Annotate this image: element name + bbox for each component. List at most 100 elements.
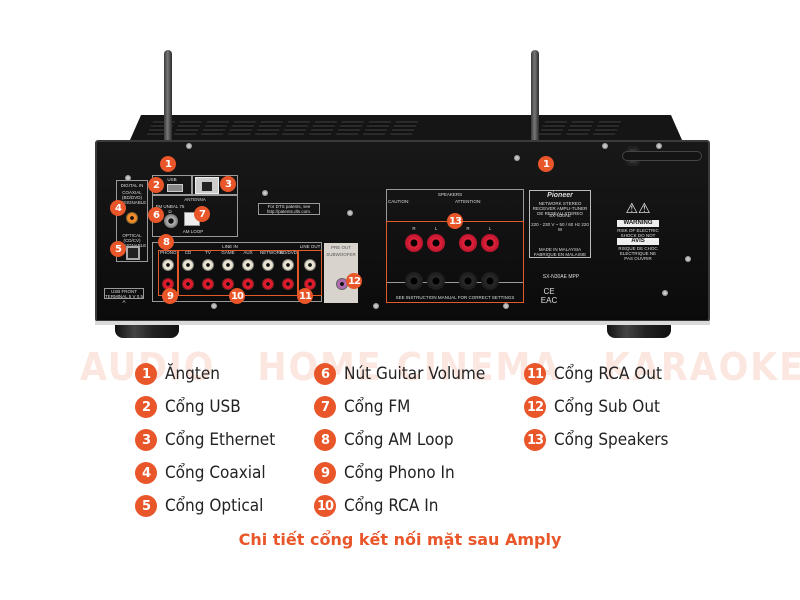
badge-10: 10 [229,288,245,304]
screw [685,256,691,262]
badge-8: 8 [158,234,174,250]
diagram-caption: Chi tiết cổng kết nối mặt sau Amply [238,530,562,549]
line-in-cd: CD [184,250,192,255]
bddvd-r-jack[interactable] [282,278,294,290]
legend-number: 7 [314,396,336,418]
coaxial-jack[interactable] [126,212,138,224]
legend-label: Cổng AM Loop [344,430,454,450]
speakers-label: SPEAKERS [437,192,463,197]
brand-logo: Pioneer [547,192,573,199]
legend-number: 13 [524,429,546,451]
aux-l-jack[interactable] [242,259,254,271]
antenna-label: ANTENNA [184,197,206,202]
badge-6: 6 [148,207,164,223]
bddvd-l-jack[interactable] [282,259,294,271]
screw [373,303,379,309]
cd-l-jack[interactable] [182,259,194,271]
speakers-highlight [386,221,524,303]
aux-r-jack[interactable] [242,278,254,290]
legend-label: Cổng Coaxial [165,463,266,483]
line-out-r-jack[interactable] [304,278,316,290]
line-out-label: LINE OUT [299,244,321,249]
badge-7: 7 [194,206,210,222]
optical-port[interactable] [126,246,140,260]
legend-label: Cổng RCA In [344,496,439,516]
speaker-a-l-minus[interactable] [427,272,445,290]
subwoofer-jack[interactable] [336,278,348,290]
legend-number: 11 [524,363,546,385]
speaker-a-l-plus[interactable] [427,234,445,252]
legend-item-11: 11 Cổng RCA Out [524,363,674,385]
screw [186,143,192,149]
avis-label: AVIS [617,238,659,245]
model-number: SX-N30AE MPP [542,274,580,280]
speaker-b-r-plus[interactable] [459,234,477,252]
legend-number: 10 [314,495,336,517]
game-l-jack[interactable] [222,259,234,271]
speaker-b-l-minus[interactable] [481,272,499,290]
speaker-a-r-minus[interactable] [405,272,423,290]
fm-jack[interactable] [164,214,178,228]
speaker-ch-r-b: R [466,226,470,231]
game-r-jack[interactable] [222,278,234,290]
screw [656,143,662,149]
legend-number: 4 [135,462,157,484]
line-out-l-jack[interactable] [304,259,316,271]
tv-r-jack[interactable] [202,278,214,290]
tv-l-jack[interactable] [202,259,214,271]
certifications: CE EAC [540,287,558,306]
line-in-game: GAME [221,250,235,255]
legend-item-10: 10 Cổng RCA In [314,495,449,517]
phono-l-jack[interactable] [162,259,174,271]
warning-label: WARNING [617,220,659,227]
badge-1-right: 1 [538,156,554,172]
screw [262,190,268,196]
legend-item-13: 13 Cổng Speakers [524,429,681,451]
speaker-b-r-minus[interactable] [459,272,477,290]
model-label-panel [529,190,591,258]
screw [514,155,520,161]
legend-label: Nút Guitar Volume [344,364,486,384]
legend-item-9: 9 Cổng Phono In [314,462,467,484]
speakers-footer: SEE INSTRUCTION MANUAL FOR CORRECT SETTI… [395,295,515,300]
badge-2: 2 [148,177,164,193]
legend-label: Cổng RCA Out [554,364,662,384]
badge-9: 9 [162,288,178,304]
ethernet-box [192,175,238,195]
network-l-jack[interactable] [262,259,274,271]
usb-front-label-box [104,288,144,299]
attention-label: ATTENTION: [455,199,482,204]
badge-5: 5 [110,241,126,257]
line-in-bd-dvd: BD/DVD [280,250,298,255]
phono-r-jack[interactable] [162,278,174,290]
digital-in-label: DIGITAL IN [120,183,144,188]
legend-item-1: 1 Ăngten [135,363,226,385]
right-foot [607,322,671,338]
legend-label: Ăngten [165,364,220,384]
legend-label: Cổng FM [344,397,411,417]
usb-port[interactable] [167,184,183,192]
cd-r-jack[interactable] [182,278,194,290]
badge-1-left: 1 [160,156,176,172]
receiver-desc: NETWORK STEREO RECEIVER AMPLI-TUNER DE R… [532,201,588,217]
network-r-jack[interactable] [262,278,274,290]
legend-number: 12 [524,396,546,418]
speaker-b-l-plus[interactable] [481,234,499,252]
speaker-ch-l-a: L [434,226,438,231]
avis-sub: RISQUE DE CHOC ELECTRIQUE NE PAS OUVRIR [618,246,658,262]
speaker-ch-l-b: L [488,226,492,231]
power-rating: 220 - 230 V ~ 50 / 60 Hz 220 W [531,222,589,233]
line-in-phono: PHONO [160,250,177,255]
legend-number: 1 [135,363,157,385]
legend-label: Cổng Optical [165,496,264,516]
legend-label: Cổng Speakers [554,430,669,450]
screw [211,303,217,309]
ethernet-port[interactable] [195,177,219,194]
screw [125,175,131,181]
legend-label: Cổng Phono In [344,463,455,483]
legend-item-6: 6 Nút Guitar Volume [314,363,501,385]
pre-out-label: PRE OUT [330,245,351,250]
legend-item-4: 4 Cổng Coaxial [135,462,277,484]
speaker-a-r-plus[interactable] [405,234,423,252]
legend-number: 9 [314,462,336,484]
